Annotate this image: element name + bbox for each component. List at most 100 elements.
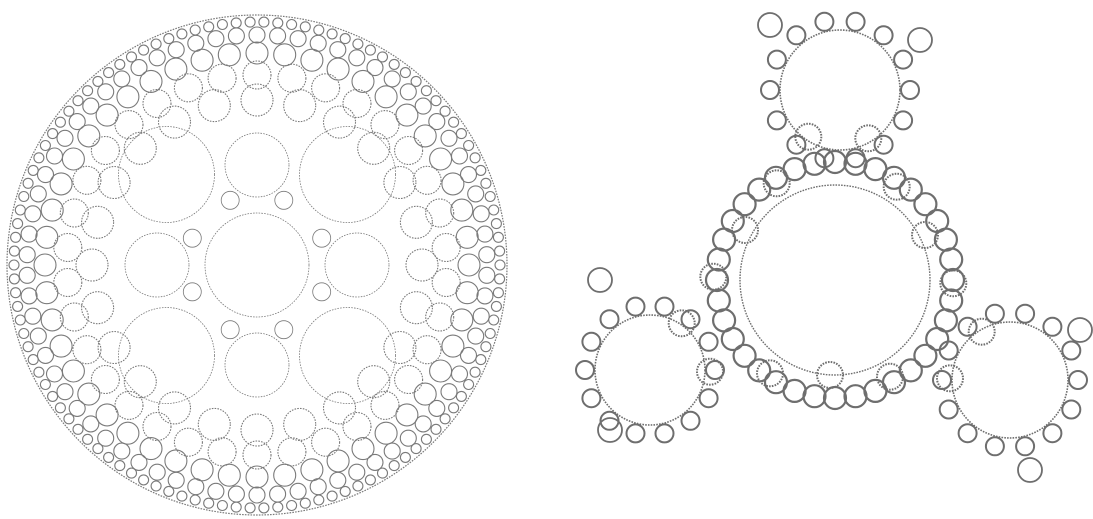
tiny-circle [313,283,331,301]
small-circle [495,260,505,270]
small-circle [190,25,200,35]
chain-circle [708,249,730,271]
small-circle [389,461,399,471]
small-circle [384,332,416,364]
small-circle [278,438,306,466]
link-circle [700,264,726,290]
small-circle [440,106,450,116]
small-circle [40,141,50,151]
small-circle [310,479,326,495]
small-circle [284,408,316,440]
small-circle [324,106,356,138]
small-circle [127,52,137,62]
small-circle [117,422,139,444]
chain-circle [734,193,756,215]
ring-circle [940,401,958,419]
small-circle [188,479,204,495]
small-circle [327,58,349,80]
small-circle [41,199,63,221]
small-circle [243,61,271,89]
small-circle [301,459,323,481]
small-circle [149,50,165,66]
ring-circle [656,424,674,442]
small-circle [151,481,161,491]
small-circle [273,502,283,512]
small-circle [124,366,156,398]
small-circle [449,117,459,127]
small-circle [21,226,37,242]
small-circle [378,468,388,478]
small-circle [259,503,269,513]
small-circle [174,428,202,456]
small-circle [25,308,41,324]
ring-circle [582,389,600,407]
small-circle [481,342,491,352]
small-circle [164,34,174,44]
small-circle [73,96,83,106]
chain-circle [708,290,730,312]
small-circle [204,22,214,32]
small-circle [301,49,323,71]
small-circle [314,25,324,35]
tiny-circle [221,191,239,209]
small-circle [330,472,346,488]
small-circle [389,59,399,69]
small-circle [93,444,103,454]
small-circle [441,130,457,146]
small-circle [396,404,418,426]
small-circle [139,475,149,485]
small-circle [470,153,480,163]
small-circle [83,434,93,444]
small-circle [456,282,478,304]
chain-circle [804,385,826,407]
small-circle [278,64,306,92]
small-circle [48,129,58,139]
small-circle [124,132,156,164]
chain-circle [900,179,922,201]
small-circle [456,129,466,139]
small-circle [41,309,63,331]
central-circle [205,213,309,317]
chain-circle [804,153,826,175]
small-circle [151,39,161,49]
small-circle [164,486,174,496]
small-circle [217,501,227,511]
ring-circle [815,13,833,31]
small-circle [464,380,474,390]
tiny-circle [313,229,331,247]
medium-circle [125,233,189,297]
small-circle [114,443,130,459]
large-circle [300,127,396,223]
small-circle [115,111,143,139]
small-circle [208,483,224,499]
large-circle [119,308,215,404]
small-circle [231,502,241,512]
ring-circle [656,298,674,316]
circular-packing-fractal [7,15,507,515]
small-circle [191,49,213,71]
small-circle [371,111,399,139]
small-circle [491,219,501,229]
small-circle [270,486,286,502]
small-circle [218,464,240,486]
small-circle [343,90,371,118]
small-circle [19,267,35,283]
small-circle [11,232,21,242]
small-circle [287,20,297,30]
small-circle [249,27,265,43]
small-circle [371,391,399,419]
small-circle [273,18,283,28]
small-circle [343,413,371,441]
small-circle [34,254,56,276]
small-circle [188,35,204,51]
medium-circle [225,133,289,197]
small-circle [415,416,431,432]
small-circle [104,452,114,462]
lobe-circle [952,322,1068,438]
small-circle [243,441,271,469]
small-circle [117,86,139,108]
small-circle [330,42,346,58]
ring-circle [1016,305,1034,323]
small-circle [468,186,484,202]
